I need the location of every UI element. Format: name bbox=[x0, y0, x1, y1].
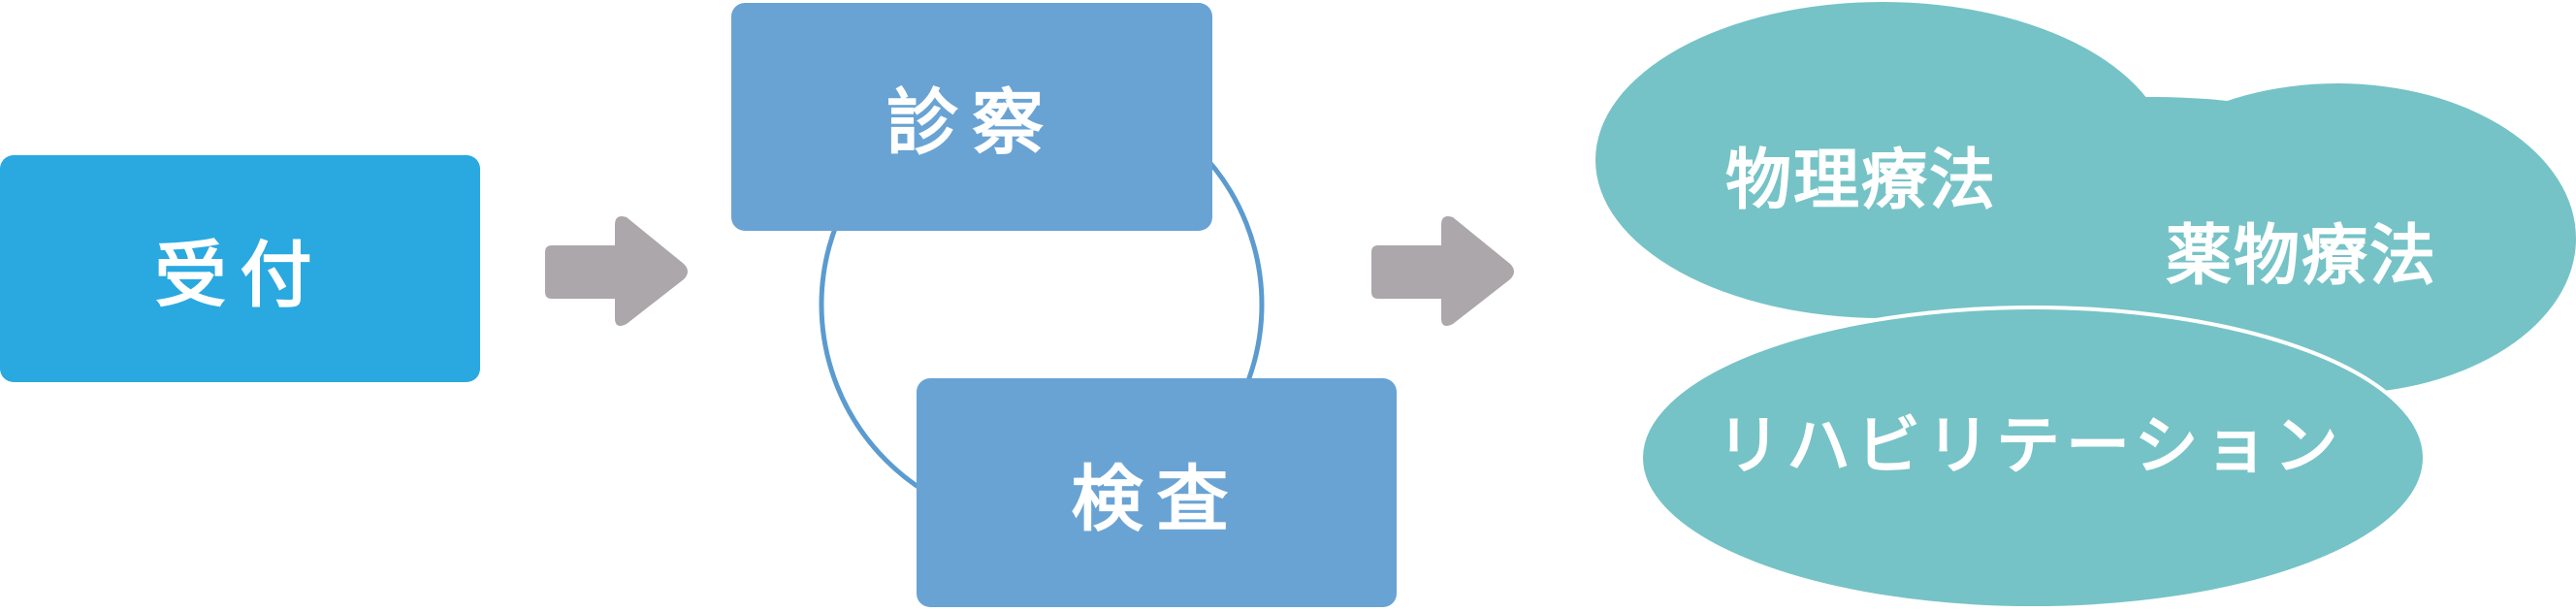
reception-label: 受付 bbox=[154, 233, 326, 317]
reception-box: 受付 bbox=[0, 155, 480, 382]
examination-box: 検査 bbox=[917, 378, 1397, 607]
arrow-icon bbox=[1371, 216, 1514, 326]
physical-therapy-label: 物理療法 bbox=[1725, 143, 1998, 219]
treatment-cloud bbox=[1595, 2, 2576, 610]
consultation-label: 診察 bbox=[886, 81, 1057, 165]
rehabilitation-label: リハビリテーション bbox=[1717, 408, 2344, 483]
drug-therapy-label: 薬物療法 bbox=[2166, 218, 2438, 295]
examination-label: 検査 bbox=[1071, 457, 1242, 541]
arrow-icon bbox=[545, 216, 688, 326]
consultation-box: 診察 bbox=[731, 3, 1212, 231]
